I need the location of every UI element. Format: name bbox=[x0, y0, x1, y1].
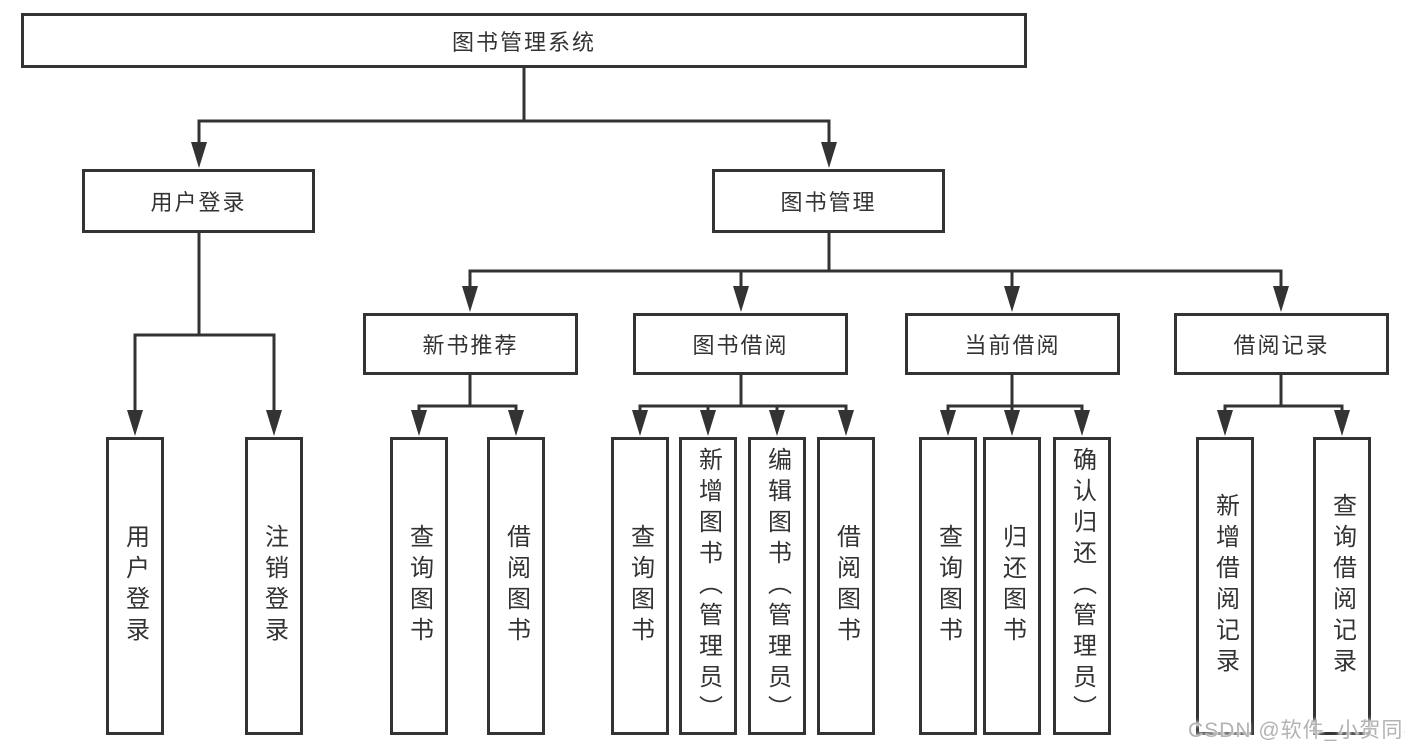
edge-user-login-to-leaves bbox=[133, 231, 276, 411]
node-label: 图书管理系统 bbox=[451, 29, 596, 55]
leaf-label: 编辑图书（管理员） bbox=[763, 446, 791, 726]
node-current-borrow: 当前借阅 bbox=[905, 313, 1120, 375]
leaf-user-login: 用户登录 bbox=[106, 437, 164, 735]
node-library-system: 图书管理系统 bbox=[21, 13, 1027, 68]
node-label: 图书管理 bbox=[780, 190, 877, 215]
node-label: 图书借阅 bbox=[692, 333, 789, 358]
edge-recommend-to-leaves bbox=[417, 373, 518, 412]
arrowhead bbox=[733, 286, 749, 312]
leaf-label: 借阅图书 bbox=[832, 524, 860, 648]
edge-book-mgmt-to-level3 bbox=[468, 231, 1283, 288]
leaf-query-books-borrow: 查询图书 bbox=[611, 437, 669, 735]
arrowhead bbox=[1273, 286, 1289, 312]
arrowhead bbox=[266, 410, 282, 436]
arrowhead bbox=[940, 410, 956, 436]
arrowhead bbox=[838, 410, 854, 436]
arrowhead bbox=[632, 410, 648, 436]
edge-current-to-leaves bbox=[946, 373, 1084, 412]
leaf-confirm-return-admin: 确认归还（管理员） bbox=[1053, 437, 1111, 735]
leaf-label: 查询图书 bbox=[934, 524, 962, 648]
arrowhead bbox=[1074, 410, 1090, 436]
leaf-label: 新增图书（管理员） bbox=[694, 446, 722, 726]
arrowhead bbox=[191, 142, 207, 168]
node-user-login: 用户登录 bbox=[82, 169, 315, 233]
edge-root-to-level2 bbox=[197, 66, 831, 146]
node-label: 用户登录 bbox=[150, 190, 247, 215]
leaf-add-borrow-record: 新增借阅记录 bbox=[1196, 437, 1254, 735]
arrowhead bbox=[462, 286, 478, 312]
arrowhead bbox=[821, 142, 837, 168]
arrowhead bbox=[1334, 410, 1350, 436]
arrowhead bbox=[700, 410, 716, 436]
arrowhead bbox=[411, 410, 427, 436]
arrowhead bbox=[1217, 410, 1233, 436]
edge-borrow-to-leaves bbox=[638, 373, 848, 412]
leaf-borrow-books-borrow: 借阅图书 bbox=[817, 437, 875, 735]
arrowhead bbox=[1004, 410, 1020, 436]
leaf-label: 查询图书 bbox=[626, 524, 654, 648]
arrowhead bbox=[127, 410, 143, 436]
leaf-label: 注销登录 bbox=[260, 524, 288, 648]
leaf-label: 新增借阅记录 bbox=[1211, 493, 1239, 679]
leaf-label: 借阅图书 bbox=[502, 524, 530, 648]
leaf-logout: 注销登录 bbox=[245, 437, 303, 735]
node-label: 当前借阅 bbox=[964, 333, 1061, 358]
node-label: 新书推荐 bbox=[422, 333, 519, 358]
leaf-add-book-admin: 新增图书（管理员） bbox=[679, 437, 737, 735]
watermark: CSDN @软件_小贺同学 bbox=[1188, 719, 1405, 742]
leaf-label: 查询借阅记录 bbox=[1328, 493, 1356, 679]
leaf-label: 归还图书 bbox=[998, 524, 1026, 648]
leaf-edit-book-admin: 编辑图书（管理员） bbox=[748, 437, 806, 735]
leaf-query-books-current: 查询图书 bbox=[919, 437, 977, 735]
node-book-borrow: 图书借阅 bbox=[633, 313, 848, 375]
node-book-management: 图书管理 bbox=[712, 169, 945, 233]
arrowhead bbox=[508, 410, 524, 436]
leaf-label: 用户登录 bbox=[121, 524, 149, 648]
node-borrow-records: 借阅记录 bbox=[1174, 313, 1389, 375]
leaf-query-borrow-record: 查询借阅记录 bbox=[1313, 437, 1371, 735]
leaf-borrow-books-recommend: 借阅图书 bbox=[487, 437, 545, 735]
arrowhead bbox=[769, 410, 785, 436]
leaf-query-books-recommend: 查询图书 bbox=[390, 437, 448, 735]
leaf-return-book: 归还图书 bbox=[983, 437, 1041, 735]
node-new-book-recommend: 新书推荐 bbox=[363, 313, 578, 375]
leaf-label: 确认归还（管理员） bbox=[1068, 446, 1096, 726]
node-label: 借阅记录 bbox=[1233, 333, 1330, 358]
edge-records-to-leaves bbox=[1223, 373, 1344, 412]
leaf-label: 查询图书 bbox=[405, 524, 433, 648]
arrowhead bbox=[1004, 286, 1020, 312]
